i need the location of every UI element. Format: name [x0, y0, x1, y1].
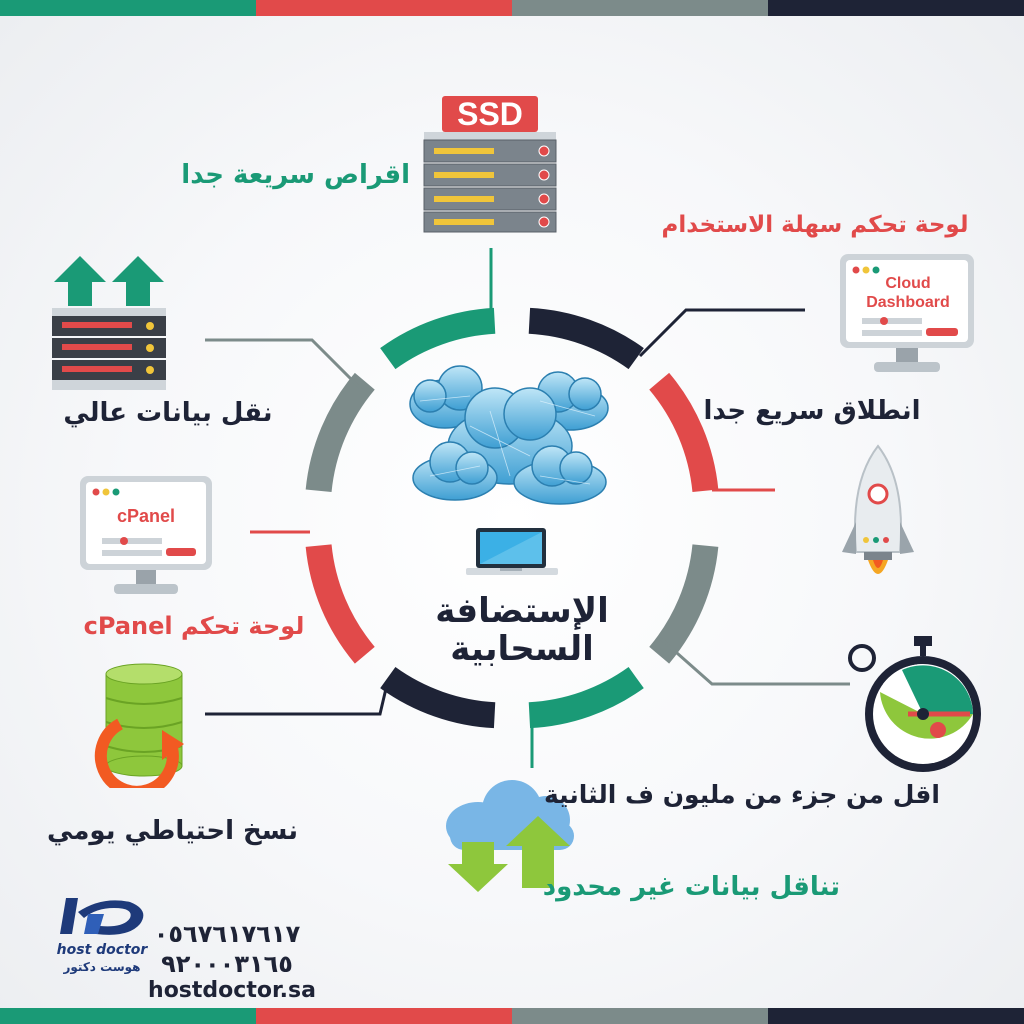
website: hostdoctor.sa [148, 978, 316, 1003]
cpanel-label: لوحة تحكم cPanel [83, 612, 305, 640]
ssd-badge: SSD [457, 96, 523, 132]
upload-server-icon [52, 256, 166, 390]
phone-1: ٠٥٦٧٦١٧٦١٧ [153, 920, 301, 948]
latency-label: اقل من جزء من مليون ف الثانية [543, 780, 940, 809]
ring-arc-bottom-navy [380, 666, 496, 729]
connector-dashboard [638, 308, 805, 358]
dashboard-screen-text: Cloud Dashboard [852, 274, 964, 312]
center-title: الإستضافة السحابية [412, 592, 632, 668]
ring-arc-top-green [380, 307, 496, 370]
logo-arabic: هوست دكتور [63, 960, 141, 974]
cpanel-screen-text: cPanel [116, 506, 176, 526]
bottom-bar-gray [512, 1008, 768, 1024]
center-title-line1: الإستضافة [435, 591, 609, 631]
dashboard-monitor-icon [840, 254, 974, 372]
ring-arc-left-red [305, 544, 375, 664]
ssd-label: اقراص سريعة جدا [181, 160, 410, 190]
cloud-cluster-icon [409, 365, 609, 505]
backup-database-icon [94, 663, 184, 788]
backup-label: نسخ احتياطي يومي [47, 816, 298, 846]
ring-arc-top-navy [528, 307, 644, 370]
ring-arc-left-gray [305, 372, 375, 493]
unlimited-label: تناقل بيانات غير محدود [542, 872, 840, 902]
phone-2: ٩٢٠٠٠٣١٦٥ [161, 950, 293, 978]
connector-backup [205, 679, 390, 716]
dashboard-label: لوحة تحكم سهلة الاستخدام [661, 212, 969, 238]
ssd-server-icon [423, 96, 557, 233]
launch-label: انطلاق سريع جدا [703, 396, 921, 426]
connector-transfer [205, 338, 364, 392]
cloud-transfer-icon [446, 780, 574, 892]
top-bar-red [256, 0, 512, 16]
ring-arc-right-gray [649, 544, 719, 664]
logo-english: host doctor [56, 942, 148, 958]
center-title-line2: السحابية [450, 629, 594, 669]
ring-arc-right-red [649, 372, 719, 493]
dashboard-screen-line2: Dashboard [866, 294, 950, 311]
top-bar-gray [512, 0, 768, 16]
top-bar-green [0, 0, 256, 16]
rocket-icon [842, 444, 914, 574]
bottom-bar-red [256, 1008, 512, 1024]
host-doctor-logo-icon [60, 898, 144, 935]
dashboard-screen-line1: Cloud [885, 275, 931, 292]
bottom-bar-navy [768, 1008, 1024, 1024]
connector-latency [659, 636, 850, 686]
laptop-icon [466, 528, 558, 575]
stopwatch-icon [848, 636, 981, 772]
cpanel-monitor-icon [80, 476, 212, 594]
top-bar-navy [768, 0, 1024, 16]
ring-arc-bottom-green [528, 666, 644, 729]
transfer-label: نقل بيانات عالي [63, 398, 273, 428]
bottom-bar-green [0, 1008, 256, 1024]
